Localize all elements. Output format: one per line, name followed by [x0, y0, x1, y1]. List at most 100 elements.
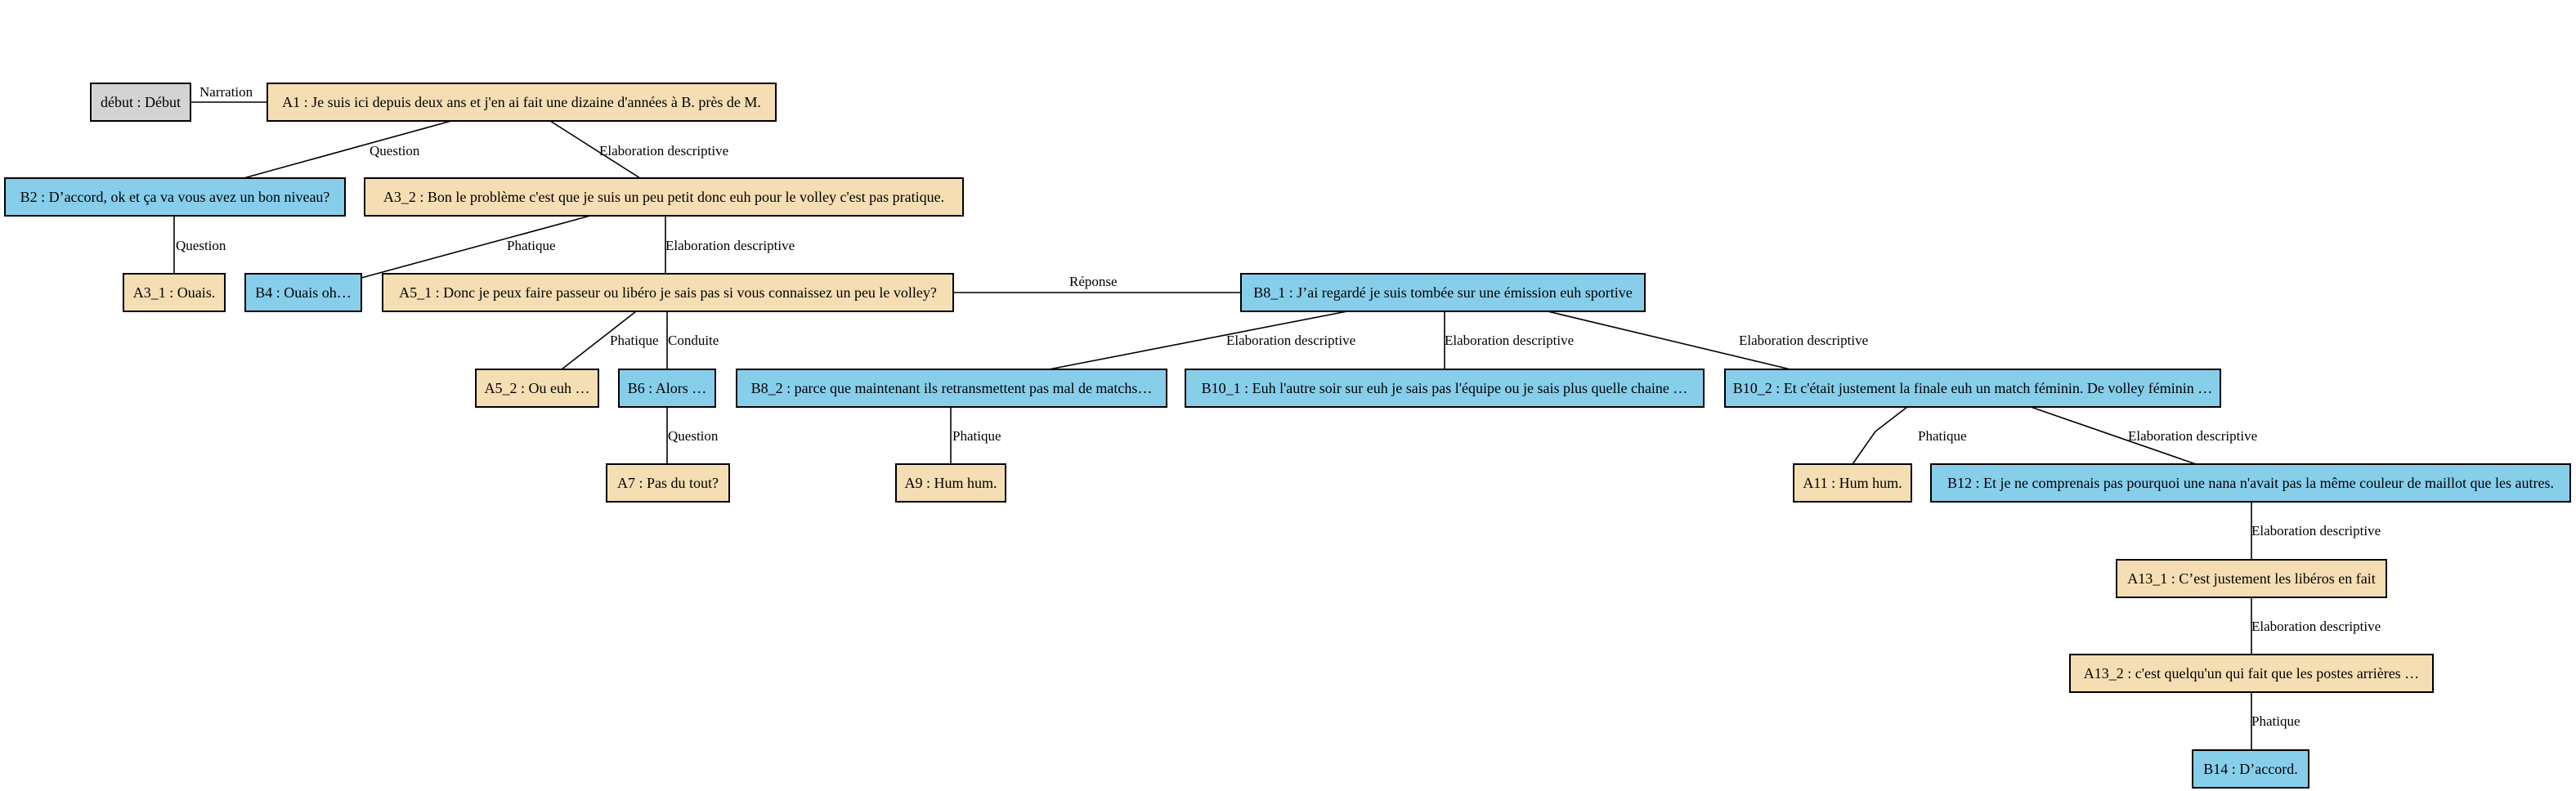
edge-b12-to-a13-1: Elaboration descriptive — [2251, 502, 2381, 560]
node-b6: B6 : Alors … — [618, 369, 716, 408]
node-box — [90, 83, 191, 122]
node-a7: A7 : Pas du tout? — [606, 463, 730, 503]
edge-label: Elaboration descriptive — [2128, 428, 2257, 444]
edge-label: Elaboration descriptive — [1226, 333, 1355, 348]
edge-b8-1-to-b10-2: Elaboration descriptive — [1547, 311, 1868, 370]
edge-a3-2-to-a5-1: Elaboration descriptive — [665, 216, 795, 274]
node-label: B14 : D’accord. — [2203, 761, 2297, 777]
node-box — [364, 177, 964, 217]
edge-b8-1-to-b10-1: Elaboration descriptive — [1444, 311, 1574, 369]
node-debut: début : Début — [90, 83, 191, 122]
node-label: A3_2 : Bon le problème c'est que je suis… — [383, 189, 944, 205]
edge-b6-to-a7: Question — [666, 407, 719, 464]
node-a3-2: A3_2 : Bon le problème c'est que je suis… — [364, 177, 964, 217]
node-a9: A9 : Hum hum. — [895, 463, 1006, 503]
edge-b8-2-to-a9: Phatique — [950, 407, 1001, 464]
node-box — [475, 369, 599, 408]
edge-a1-to-b2: Question — [243, 120, 452, 179]
node-label: A7 : Pas du tout? — [617, 475, 719, 491]
edge-b2-to-a3-1: Question — [173, 216, 226, 274]
edge-label: Question — [668, 428, 719, 444]
edge-label: Elaboration descriptive — [1739, 333, 1868, 348]
edge-label: Elaboration descriptive — [599, 143, 728, 159]
node-box — [267, 83, 777, 122]
edge-a5-1-to-b8-1: Réponse — [953, 274, 1241, 293]
node-label: B10_2 : Et c'était justement la finale e… — [1733, 380, 2213, 396]
node-b8-2: B8_2 : parce que maintenant ils retransm… — [736, 369, 1167, 408]
node-box — [736, 369, 1167, 408]
edge-label: Elaboration descriptive — [2251, 523, 2381, 539]
node-label: B8_1 : J’ai regardé je suis tombée sur u… — [1253, 284, 1632, 301]
edge-line — [1048, 311, 1348, 370]
edge-line — [1852, 406, 1908, 465]
node-label: A9 : Hum hum. — [904, 475, 997, 491]
node-label: B6 : Alors … — [628, 380, 707, 396]
node-box — [1185, 369, 1705, 408]
edge-label: Question — [370, 143, 420, 159]
node-box — [2069, 654, 2434, 693]
node-label: début : Début — [101, 94, 181, 110]
node-b10-1: B10_1 : Euh l'autre soir sur euh je sais… — [1185, 369, 1705, 408]
node-a13-2: A13_2 : c'est quelqu'un qui fait que les… — [2069, 654, 2434, 693]
nodes-layer: début : Début A1 : Je suis ici depuis deu… — [4, 83, 2571, 789]
edge-label: Phatique — [507, 238, 556, 253]
node-a5-1: A5_1 : Donc je peux faire passeur ou lib… — [382, 273, 954, 312]
edge-label: Elaboration descriptive — [2251, 619, 2381, 634]
node-b2: B2 : D’accord, ok et ça va vous avez un … — [4, 177, 346, 217]
node-label: B4 : Ouais oh… — [255, 284, 352, 301]
edge-line — [2030, 406, 2197, 465]
node-label: A13_2 : c'est quelqu'un qui fait que les… — [2084, 665, 2419, 682]
node-label: A5_1 : Donc je peux faire passeur ou lib… — [399, 284, 937, 301]
edge-label: Conduite — [668, 333, 719, 348]
edge-label: Question — [176, 238, 226, 253]
edge-label: Elaboration descriptive — [665, 238, 795, 253]
edge-b10-2-to-b12: Elaboration descriptive — [2030, 406, 2257, 465]
edge-line — [561, 311, 637, 370]
edge-label: Phatique — [1918, 428, 1967, 444]
node-a13-1: A13_1 : C’est justement les libéros en f… — [2116, 559, 2387, 598]
node-box — [618, 369, 716, 408]
node-b14: B14 : D’accord. — [2192, 749, 2309, 789]
edge-a13-2-to-b14: Phatique — [2251, 692, 2300, 750]
node-box — [895, 463, 1006, 503]
node-label: A11 : Hum hum. — [1803, 475, 1902, 491]
node-label: A3_1 : Ouais. — [133, 284, 216, 301]
node-label: B2 : D’accord, ok et ça va vous avez un … — [20, 189, 330, 205]
node-box — [606, 463, 730, 503]
edge-label: Phatique — [610, 333, 659, 348]
node-box — [1793, 463, 1912, 503]
node-box — [244, 273, 362, 312]
node-a1: A1 : Je suis ici depuis deux ans et j'en… — [267, 83, 777, 122]
edge-line — [243, 120, 452, 179]
node-b10-2: B10_2 : Et c'était justement la finale e… — [1724, 369, 2221, 408]
node-box — [2116, 559, 2387, 598]
edge-label: Phatique — [952, 428, 1001, 444]
edge-b8-1-to-b8-2: Elaboration descriptive — [1048, 311, 1355, 370]
node-b12: B12 : Et je ne comprenais pas pourquoi u… — [1930, 463, 2571, 503]
node-box — [1240, 273, 1646, 312]
edge-a1-to-a3-2: Elaboration descriptive — [549, 120, 728, 179]
edge-label: Phatique — [2251, 713, 2300, 729]
node-label: A5_2 : Ou euh … — [485, 380, 590, 396]
edge-line — [1547, 311, 1791, 370]
node-a5-2: A5_2 : Ou euh … — [475, 369, 599, 408]
node-label: B8_2 : parce que maintenant ils retransm… — [751, 380, 1153, 396]
edge-label: Narration — [199, 84, 253, 100]
node-box — [1724, 369, 2221, 408]
edge-a13-1-to-a13-2: Elaboration descriptive — [2251, 597, 2381, 655]
node-box — [123, 273, 226, 312]
node-box — [1930, 463, 2571, 503]
node-a11: A11 : Hum hum. — [1793, 463, 1912, 503]
edge-line — [549, 120, 641, 179]
edge-a5-1-to-b6: Conduite — [666, 311, 719, 369]
edge-b10-2-to-a11: Phatique — [1852, 406, 1967, 465]
edge-label: Elaboration descriptive — [1445, 333, 1574, 348]
node-label: A13_1 : C’est justement les libéros en f… — [2127, 570, 2375, 587]
edge-line — [361, 215, 591, 279]
edge-label: Réponse — [1069, 274, 1118, 289]
node-box — [2192, 749, 2309, 789]
node-label: B10_1 : Euh l'autre soir sur euh je sais… — [1202, 380, 1688, 396]
edge-a5-1-to-a5-2: Phatique — [561, 311, 659, 370]
